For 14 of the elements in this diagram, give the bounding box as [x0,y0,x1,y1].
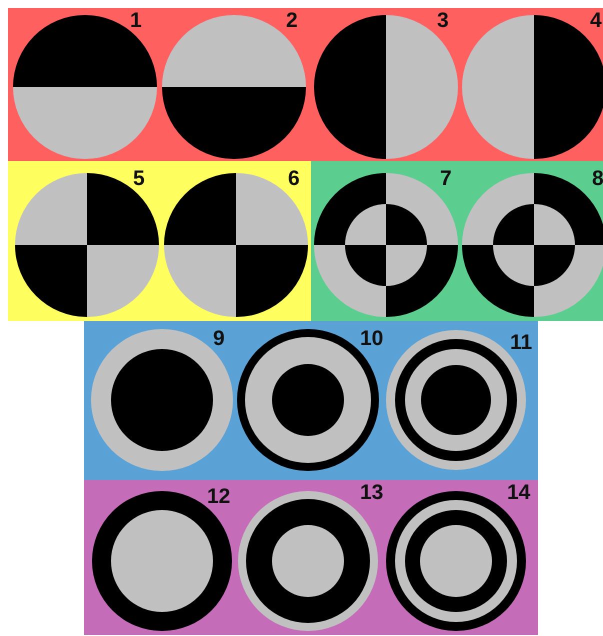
pattern-number: 9 [213,328,225,349]
pattern-number: 8 [592,168,603,189]
pattern-number: 5 [133,168,145,189]
pattern-number: 3 [437,10,449,31]
pattern-number: 2 [286,10,298,31]
pattern-number: 6 [288,168,300,189]
pattern-number: 1 [130,10,142,31]
pattern-number: 11 [510,332,532,353]
pattern-number: 10 [360,328,384,349]
pattern-number: 7 [440,168,452,189]
pattern-number: 12 [207,486,230,507]
pattern-number: 4 [590,10,602,31]
pattern-number: 14 [507,482,530,503]
pattern-number: 13 [360,482,384,503]
